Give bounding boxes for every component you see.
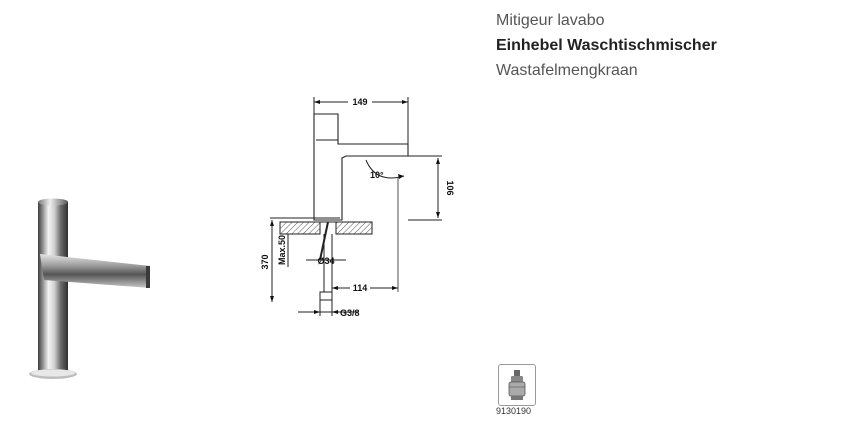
- product-titles: Mitigeur lavabo Einhebel Waschtischmisch…: [496, 8, 717, 83]
- title-french: Mitigeur lavabo: [496, 12, 605, 29]
- dim-reach: 114: [353, 283, 368, 293]
- dim-width: 149: [352, 97, 367, 107]
- dim-hole-diameter: Ø34: [317, 256, 334, 266]
- cartridge-badge: [498, 364, 536, 406]
- dim-connection: G3/8: [340, 308, 360, 318]
- dim-max-thickness: Max.50: [277, 235, 287, 265]
- cartridge-icon: [508, 370, 526, 400]
- dim-total-height: 370: [260, 254, 270, 269]
- title-german: Einhebel Waschtischmischer: [496, 37, 717, 54]
- dim-angle: 10°: [370, 170, 384, 180]
- title-dutch: Wastafelmengkraan: [496, 62, 638, 79]
- faucet-photo: [29, 198, 150, 379]
- technical-drawing: 149 10° 106 370 Max.50 Ø34 114 G3/8: [260, 96, 455, 318]
- cartridge-code: 9130190: [496, 406, 532, 416]
- dim-spout-height: 106: [445, 180, 455, 195]
